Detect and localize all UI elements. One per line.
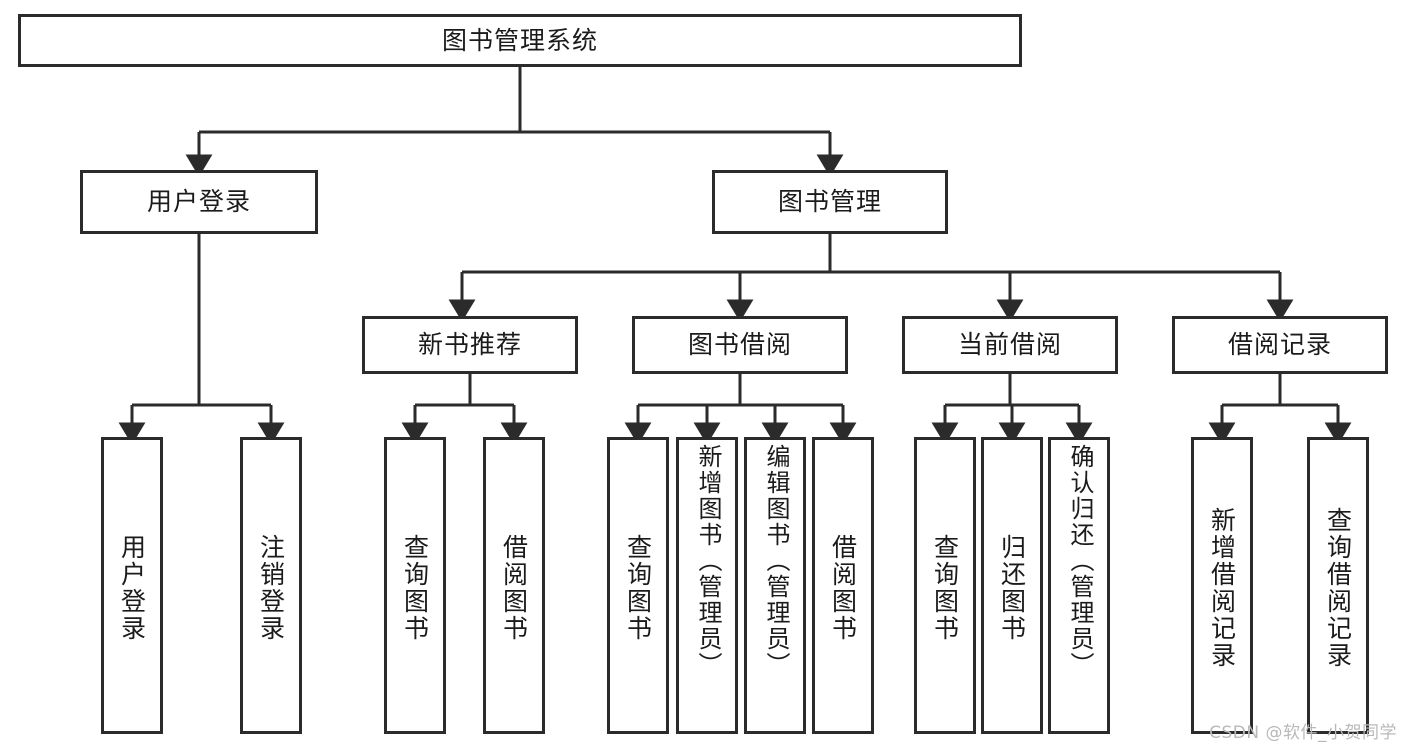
leaf-label: 注销登录 bbox=[256, 533, 286, 642]
leaf-borrow-book[interactable]: 借阅图书 bbox=[812, 437, 874, 734]
node-label: 借阅记录 bbox=[1227, 330, 1332, 360]
leaf-confirm-return-admin[interactable]: 确认归还（管理员） bbox=[1048, 437, 1110, 734]
leaf-label: 编辑图书（管理员） bbox=[761, 444, 790, 678]
node-book-borrow[interactable]: 图书借阅 bbox=[632, 316, 848, 374]
node-label: 当前借阅 bbox=[957, 330, 1062, 360]
leaf-add-book-admin[interactable]: 新增图书（管理员） bbox=[676, 437, 738, 734]
node-book-management[interactable]: 图书管理 bbox=[712, 170, 948, 234]
leaf-label: 查询图书 bbox=[930, 533, 960, 642]
leaf-edit-book-admin[interactable]: 编辑图书（管理员） bbox=[744, 437, 806, 734]
leaf-query-book-current[interactable]: 查询图书 bbox=[914, 437, 976, 734]
leaf-label: 新增图书（管理员） bbox=[693, 444, 722, 678]
node-root-book-management-system[interactable]: 图书管理系统 bbox=[18, 14, 1022, 67]
leaf-label: 借阅图书 bbox=[499, 533, 529, 642]
leaf-borrow-book-recommend[interactable]: 借阅图书 bbox=[483, 437, 545, 734]
node-borrow-record[interactable]: 借阅记录 bbox=[1172, 316, 1388, 374]
leaf-label: 查询图书 bbox=[400, 533, 430, 642]
node-label: 新书推荐 bbox=[417, 330, 522, 360]
node-new-book-recommend[interactable]: 新书推荐 bbox=[362, 316, 578, 374]
leaf-label: 确认归还（管理员） bbox=[1065, 444, 1094, 678]
leaf-return-book[interactable]: 归还图书 bbox=[981, 437, 1043, 734]
leaf-label: 借阅图书 bbox=[828, 533, 858, 642]
leaf-query-borrow-record[interactable]: 查询借阅记录 bbox=[1307, 437, 1369, 734]
leaf-user-login[interactable]: 用户登录 bbox=[101, 437, 163, 734]
leaf-query-book-borrow[interactable]: 查询图书 bbox=[607, 437, 669, 734]
leaf-label: 查询图书 bbox=[623, 533, 653, 642]
csdn-watermark: CSDN @软件_小贺同学 bbox=[1209, 723, 1397, 743]
node-user-login[interactable]: 用户登录 bbox=[80, 170, 318, 234]
node-current-borrow[interactable]: 当前借阅 bbox=[902, 316, 1118, 374]
leaf-label: 归还图书 bbox=[997, 533, 1027, 642]
leaf-add-borrow-record[interactable]: 新增借阅记录 bbox=[1191, 437, 1253, 734]
leaf-label: 查询借阅记录 bbox=[1323, 506, 1353, 669]
leaf-label: 用户登录 bbox=[117, 533, 147, 642]
node-label: 图书管理 bbox=[777, 187, 882, 217]
node-label: 用户登录 bbox=[146, 187, 251, 217]
node-label: 图书管理系统 bbox=[441, 25, 598, 55]
node-label: 图书借阅 bbox=[687, 330, 792, 360]
leaf-query-book-recommend[interactable]: 查询图书 bbox=[384, 437, 446, 734]
leaf-logout[interactable]: 注销登录 bbox=[240, 437, 302, 734]
leaf-label: 新增借阅记录 bbox=[1207, 506, 1237, 669]
